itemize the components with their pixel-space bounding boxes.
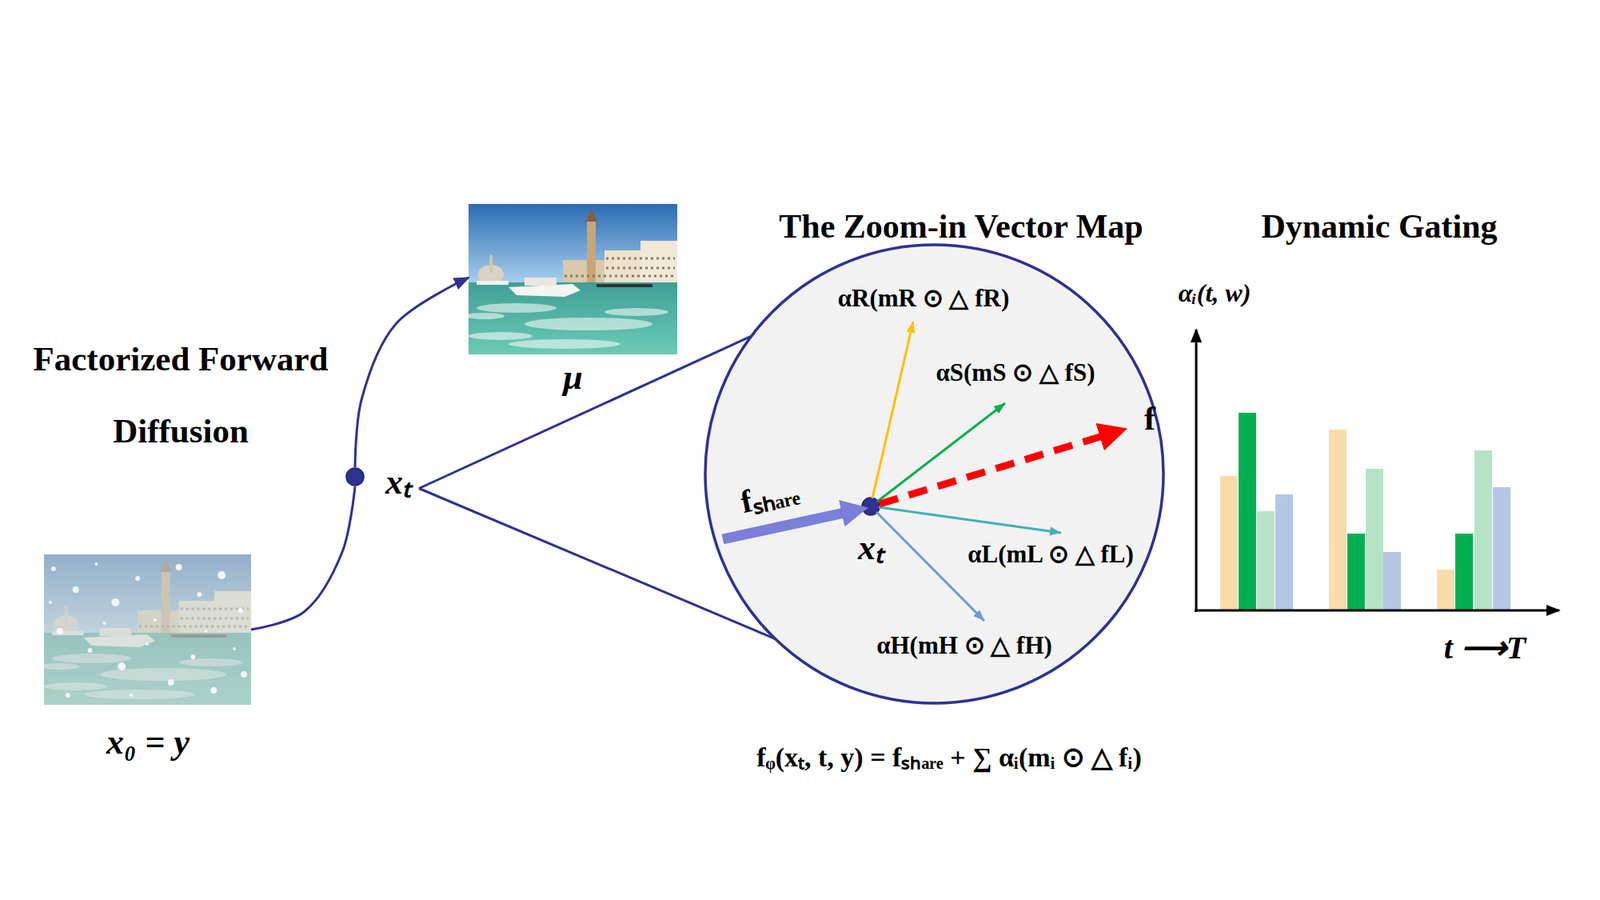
y-axis (1195, 329, 1198, 612)
state-point: xₜ (345, 466, 365, 487)
bar (1220, 475, 1238, 611)
section-title: Factorized Forward Diffusion (0, 323, 365, 467)
clean-photo-scene (468, 203, 678, 355)
bar (1275, 494, 1293, 611)
formula: fᵩ(xₜ, t, y) = fₛₕₐᵣₑ + ∑ αᵢ(mᵢ ⊙ △ fᵢ) (589, 739, 1309, 775)
bar (1492, 486, 1511, 611)
bar (1455, 533, 1473, 611)
photo-haze (43, 554, 252, 705)
connector (355, 277, 469, 467)
gating-chart (1194, 329, 1560, 612)
x-axis (1194, 609, 1560, 612)
vector-arrow-s (877, 402, 1006, 502)
clean-image-node: μ (468, 203, 678, 355)
state-label: xₜ (385, 462, 411, 503)
connector (418, 335, 752, 488)
vector-label: αR(mR ⊙ △ fR) (795, 282, 1052, 315)
vector-arrow-r (872, 321, 914, 499)
bar (1256, 510, 1275, 611)
connector (418, 488, 775, 639)
point-marker (861, 497, 880, 515)
vector-label: αH(mH ⊙ △ fH) (836, 629, 1093, 662)
bar (1238, 412, 1257, 611)
point-marker (346, 467, 364, 486)
section-title: Dynamic Gating (1179, 206, 1580, 247)
image-caption: x₀ = y (27, 722, 268, 763)
snowy-photo (43, 554, 252, 705)
snowy-photo-scene (43, 554, 252, 705)
bar (1383, 551, 1401, 611)
point-marker (861, 496, 881, 516)
snowflakes (48, 562, 248, 698)
axis-label: t ⟶T (1388, 627, 1581, 668)
image-caption: μ (452, 357, 694, 398)
bar (1474, 450, 1493, 611)
result-vector-arrow (879, 435, 1103, 504)
vector-label: f (1125, 398, 1174, 439)
bar (1347, 533, 1365, 611)
state-point: xₜ (861, 496, 881, 516)
vector-label: αS(mS ⊙ △ fS) (887, 356, 1144, 389)
state-label: xₜ (838, 527, 903, 568)
bar (1365, 468, 1384, 611)
clean-photo (468, 203, 678, 355)
bar (1436, 569, 1455, 611)
connector (251, 486, 356, 630)
vector-arrow-l (878, 506, 1062, 533)
degraded-image-node: x₀ = y (43, 554, 252, 705)
axis-label: αᵢ(t, w) (1118, 276, 1311, 309)
vector-label: fₛₕₐᵣₑ (687, 460, 853, 533)
panel-title: The Zoom-in Vector Map (641, 206, 1281, 247)
bar (1328, 429, 1347, 611)
vector-label: αL(mL ⊙ △ fL) (922, 538, 1179, 571)
point-marker (345, 466, 365, 487)
zoom-circle-outline (705, 244, 1164, 703)
